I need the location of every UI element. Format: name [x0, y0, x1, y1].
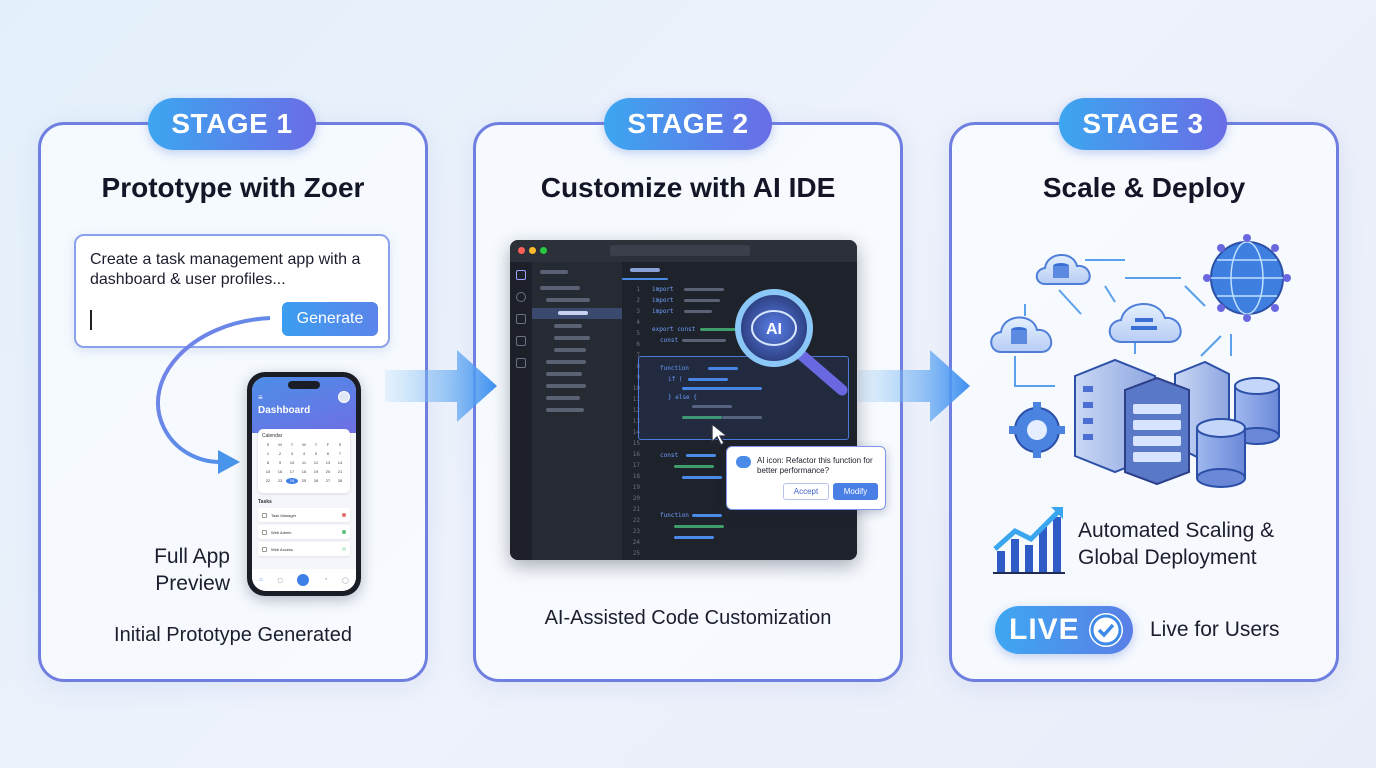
tasks-title: Tasks: [258, 499, 272, 505]
home-icon[interactable]: ⌂: [259, 577, 263, 583]
task-row[interactable]: Task Manager: [258, 508, 350, 522]
prompt-text: Create a task management app with a dash…: [90, 251, 361, 288]
stage-2-title: Customize with AI IDE: [540, 172, 836, 203]
avatar[interactable]: [338, 391, 350, 403]
stage-1-caption: Initial Prototype Generated: [114, 624, 352, 646]
magnifier-label: AI: [766, 321, 782, 338]
magnifier-icon: AI: [735, 289, 848, 396]
phone-title: Dashboard: [258, 405, 311, 416]
add-button[interactable]: [297, 574, 310, 586]
full-app-preview-label: Full App Preview: [154, 545, 230, 595]
ai-suggestion-text: AI icon: Refactor this function for bett…: [757, 456, 873, 475]
maximize-dot[interactable]: [540, 247, 547, 254]
check-icon: [1089, 613, 1123, 647]
ide-activity-bar: [510, 262, 532, 560]
live-badge: LIVE: [995, 606, 1133, 654]
close-dot[interactable]: [518, 247, 525, 254]
menu-icon[interactable]: ≡: [258, 393, 263, 402]
arrow-right-icon: [385, 350, 497, 422]
tasks-list: Tasks Task Manager Web Admin Web Access: [258, 499, 350, 559]
stage-3-badge: STAGE 3: [1059, 98, 1227, 150]
gear-icon: [1009, 402, 1065, 458]
curved-arrow-icon: [156, 316, 271, 474]
chat-icon: [736, 456, 751, 468]
stage-2-badge: STAGE 2: [604, 98, 772, 150]
growth-chart-icon: [993, 507, 1065, 574]
globe-icon: [1203, 234, 1291, 322]
cloud-infrastructure-illustration: [990, 234, 1291, 488]
phone-notch: [288, 381, 320, 389]
live-for-users-text: Live for Users: [1150, 618, 1280, 641]
stage-2-caption: AI-Assisted Code Customization: [544, 607, 832, 629]
user-icon[interactable]: ◯: [342, 577, 349, 584]
run-icon[interactable]: [516, 336, 526, 346]
modify-button[interactable]: Modify: [833, 483, 878, 500]
stage-1-title: Prototype with Zoer: [101, 172, 365, 203]
task-row[interactable]: Web Admin: [258, 525, 350, 539]
accept-button[interactable]: Accept: [783, 483, 829, 500]
ide-titlebar: [510, 240, 857, 262]
text-cursor: [90, 310, 92, 330]
files-icon[interactable]: [516, 270, 526, 280]
stage-1-badge: STAGE 1: [148, 98, 316, 150]
stage-1-card: [38, 122, 428, 682]
scaling-text: Automated Scaling & Global Deployment: [1078, 519, 1275, 569]
generate-button[interactable]: Generate: [282, 302, 378, 336]
minimize-dot[interactable]: [529, 247, 536, 254]
pointer-icon: [711, 422, 729, 446]
database-icon: [1196, 377, 1280, 488]
phone-bottom-nav: ⌂ ▢ ◔ ◯: [252, 569, 356, 591]
brain-icon: [751, 310, 797, 346]
ide-search-bar[interactable]: [610, 245, 750, 256]
ai-suggestion-popup: AI icon: Refactor this function for bett…: [726, 446, 886, 510]
arrow-right-icon: [858, 350, 970, 422]
bell-icon[interactable]: ◔: [323, 577, 328, 583]
live-badge-label: LIVE: [1009, 613, 1080, 646]
phone-header: ≡ Dashboard: [252, 377, 356, 433]
task-row[interactable]: Web Access: [258, 542, 350, 556]
branch-icon[interactable]: [516, 314, 526, 324]
extensions-icon[interactable]: [516, 358, 526, 368]
calendar-icon[interactable]: ▢: [277, 577, 283, 584]
calendar-title: Calendar: [262, 433, 283, 439]
prompt-input[interactable]: Create a task management app with a dash…: [74, 234, 390, 348]
stage-3-title: Scale & Deploy: [1042, 172, 1246, 203]
ide-file-explorer: [532, 262, 622, 560]
search-icon[interactable]: [516, 292, 526, 302]
